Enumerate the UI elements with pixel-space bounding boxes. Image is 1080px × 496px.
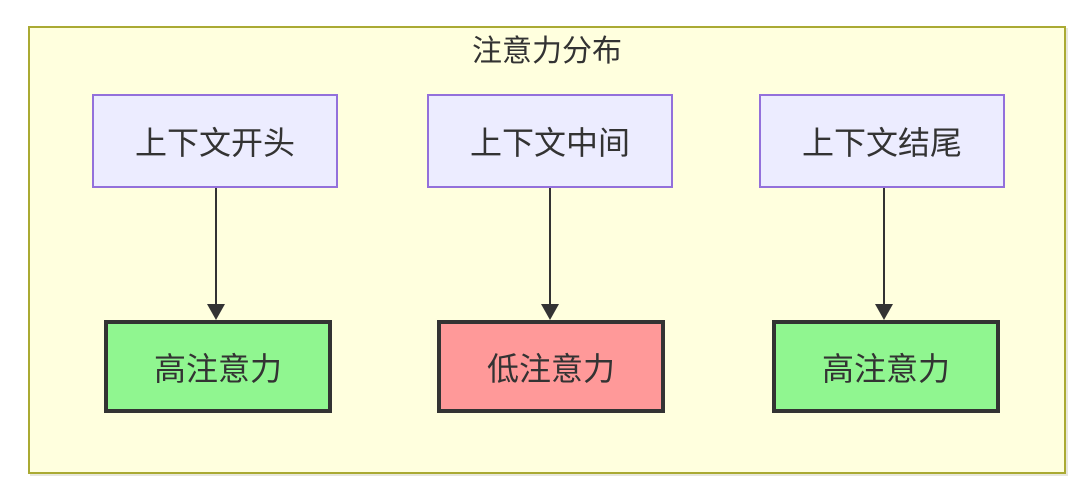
node-context-start-label: 上下文开头 [134,125,295,161]
node-context-end: 上下文结尾 [759,94,1005,188]
node-context-end-label: 上下文结尾 [801,125,962,161]
node-high-attention-right: 高注意力 [772,320,1000,413]
node-low-attention-label: 低注意力 [486,350,615,387]
node-context-middle-label: 上下文中间 [469,125,630,161]
arrow-context-middle-to-low-attention [541,187,559,320]
node-high-attention-left: 高注意力 [104,320,332,413]
arrow-context-end-to-high-attention [875,187,893,320]
node-high-attention-right-label: 高注意力 [821,350,950,387]
node-context-middle: 上下文中间 [427,94,673,188]
attention-distribution-frame: 注意力分布 上下文开头 上下文中间 上下文结尾 高注意力 低注意力 高注意力 [28,26,1066,474]
node-high-attention-left-label: 高注意力 [153,350,282,387]
node-low-attention: 低注意力 [437,320,665,413]
node-context-start: 上下文开头 [92,94,338,188]
arrow-context-start-to-high-attention [207,187,225,320]
diagram-title: 注意力分布 [472,35,622,68]
